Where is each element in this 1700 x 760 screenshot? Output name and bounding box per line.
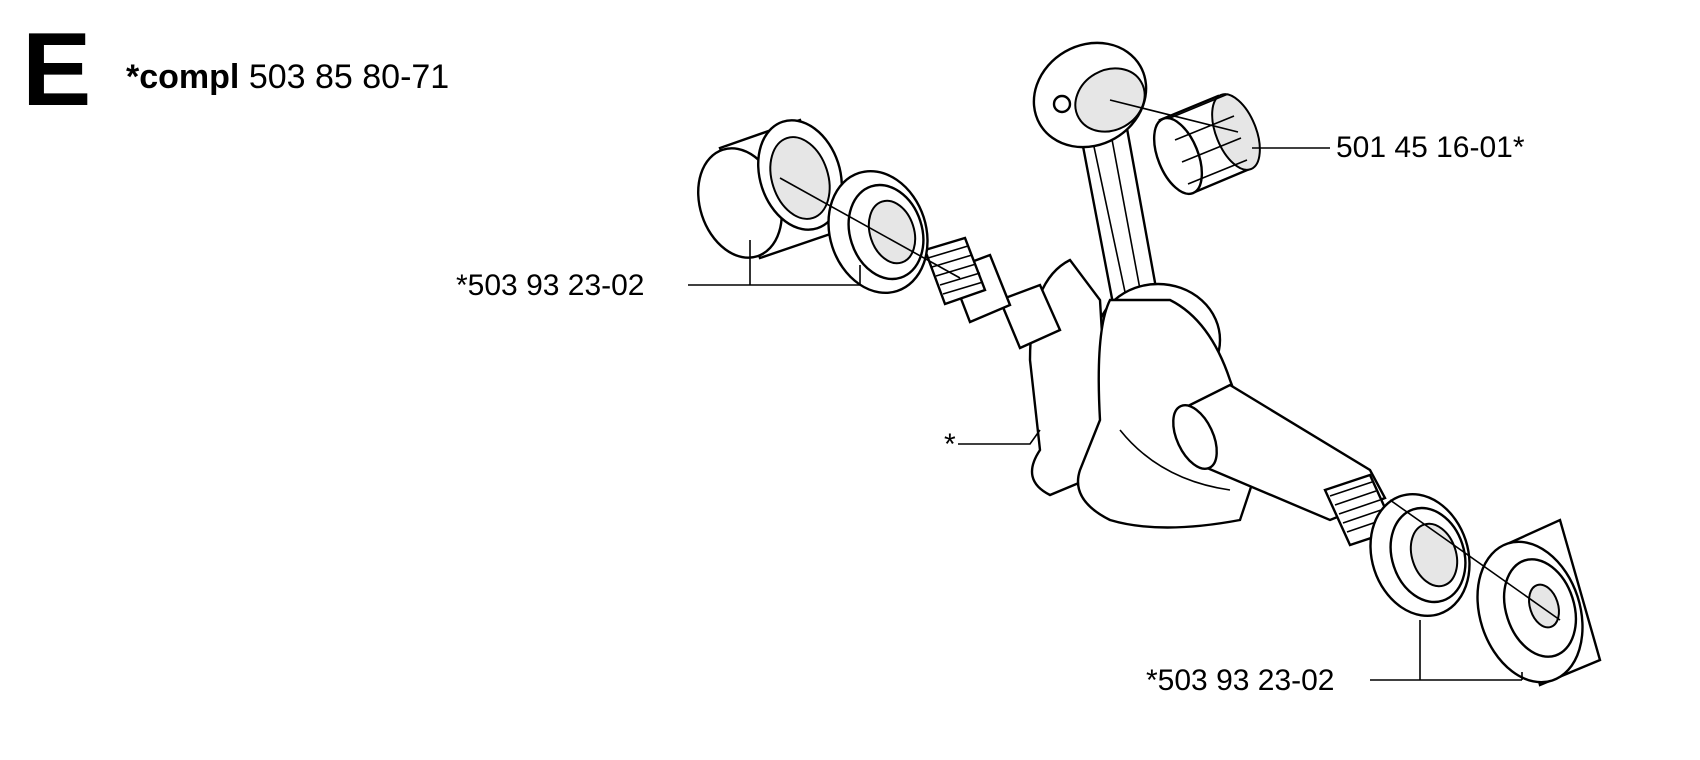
ball-bearing-lower-right xyxy=(1369,492,1471,618)
assembly-part-number: 503 85 80-71 xyxy=(248,58,450,96)
leader-lines xyxy=(688,147,1523,681)
callout-crankshaft: * xyxy=(944,428,956,461)
assembly-label: *compl 503 85 80-71 xyxy=(126,60,449,94)
callout-bearing-upper-left: *503 93 23-02 xyxy=(456,269,645,302)
assembly-prefix: *compl xyxy=(126,58,240,96)
needle-bearing xyxy=(1109,93,1261,196)
callout-needle-bearing: 501 45 16-01* xyxy=(1336,131,1525,164)
seal-upper-left xyxy=(697,118,844,260)
seal-lower-right xyxy=(1389,499,1602,687)
ball-bearing-upper-left xyxy=(779,169,961,295)
crankshaft xyxy=(923,236,1397,547)
section-letter: E xyxy=(22,12,92,128)
callout-bearing-lower-right: *503 93 23-02 xyxy=(1146,664,1335,697)
